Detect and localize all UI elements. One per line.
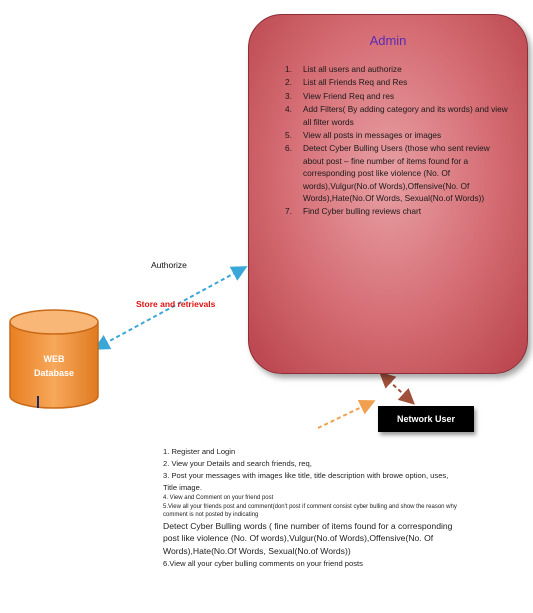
- admin-item: 3. View Friend Req and res: [285, 90, 511, 102]
- admin-item-text: View all posts in messages or images: [303, 130, 442, 141]
- admin-item: 6. Detect Cyber Bulling Users (those who …: [285, 142, 511, 204]
- database-label: WEB Database: [8, 352, 100, 380]
- user-network-user-arrow: [317, 399, 376, 429]
- admin-title: Admin: [369, 33, 407, 48]
- admin-item: 1. List all users and authorize: [285, 63, 511, 75]
- admin-item-text: Find Cyber bulling reviews chart: [303, 206, 422, 217]
- network-user-feature-list: 1. Register and Login 2. View your Detai…: [163, 446, 463, 570]
- admin-item-text: List all Friends Req and Res: [303, 77, 408, 88]
- admin-item-number: 7.: [285, 206, 292, 217]
- store-retrievals-label: Store and retrievals: [136, 299, 216, 309]
- authorize-label: Authorize: [151, 260, 187, 270]
- admin-network-user-arrow: [379, 371, 415, 405]
- admin-item: 2. List all Friends Req and Res: [285, 76, 511, 88]
- admin-item-number: 3.: [285, 90, 292, 101]
- database-cylinder-icon: [9, 309, 99, 409]
- user-feature-item: Detect Cyber Bulling words ( fine number…: [163, 520, 453, 556]
- user-feature-item: 2. View your Details and search friends,…: [163, 459, 312, 468]
- admin-item: 5. View all posts in messages or images: [285, 129, 511, 141]
- admin-item: 7. Find Cyber bulling reviews chart: [285, 205, 511, 217]
- admin-box: Admin 1. List all users and authorize 2. L…: [248, 14, 528, 374]
- db-admin-arrow: [93, 266, 248, 350]
- admin-item-number: 5.: [285, 130, 292, 141]
- database-label-line1: WEB: [43, 354, 65, 364]
- admin-item: 4. Add Filters( By adding category and it…: [285, 103, 511, 128]
- admin-item-number: 4.: [285, 104, 292, 115]
- admin-item-number: 6.: [285, 143, 292, 154]
- user-feature-item: 1. Register and Login: [163, 447, 236, 456]
- admin-item-number: 2.: [285, 77, 292, 88]
- admin-item-text: View Friend Req and res: [303, 90, 395, 101]
- network-user-label: Network User: [396, 414, 456, 424]
- user-feature-item: 3. Post your messages with images like t…: [163, 471, 449, 492]
- admin-item-text: Detect Cyber Bulling Users (those who se…: [303, 143, 490, 204]
- network-user-box: Network User: [378, 406, 474, 432]
- admin-item-text: List all users and authorize: [303, 64, 402, 74]
- admin-list: 1. List all users and authorize 2. List al…: [285, 63, 511, 219]
- user-feature-item: 6.View all your cyber bulling comments o…: [163, 558, 363, 568]
- admin-item-number: 1.: [285, 64, 292, 74]
- database-label-line2: Database: [33, 368, 75, 378]
- user-feature-item: 4. View and Comment on your friend post: [163, 495, 274, 501]
- admin-item-text: Add Filters( By adding category and its …: [303, 104, 508, 127]
- user-feature-item: 5.View all your friends post and comment…: [163, 503, 457, 519]
